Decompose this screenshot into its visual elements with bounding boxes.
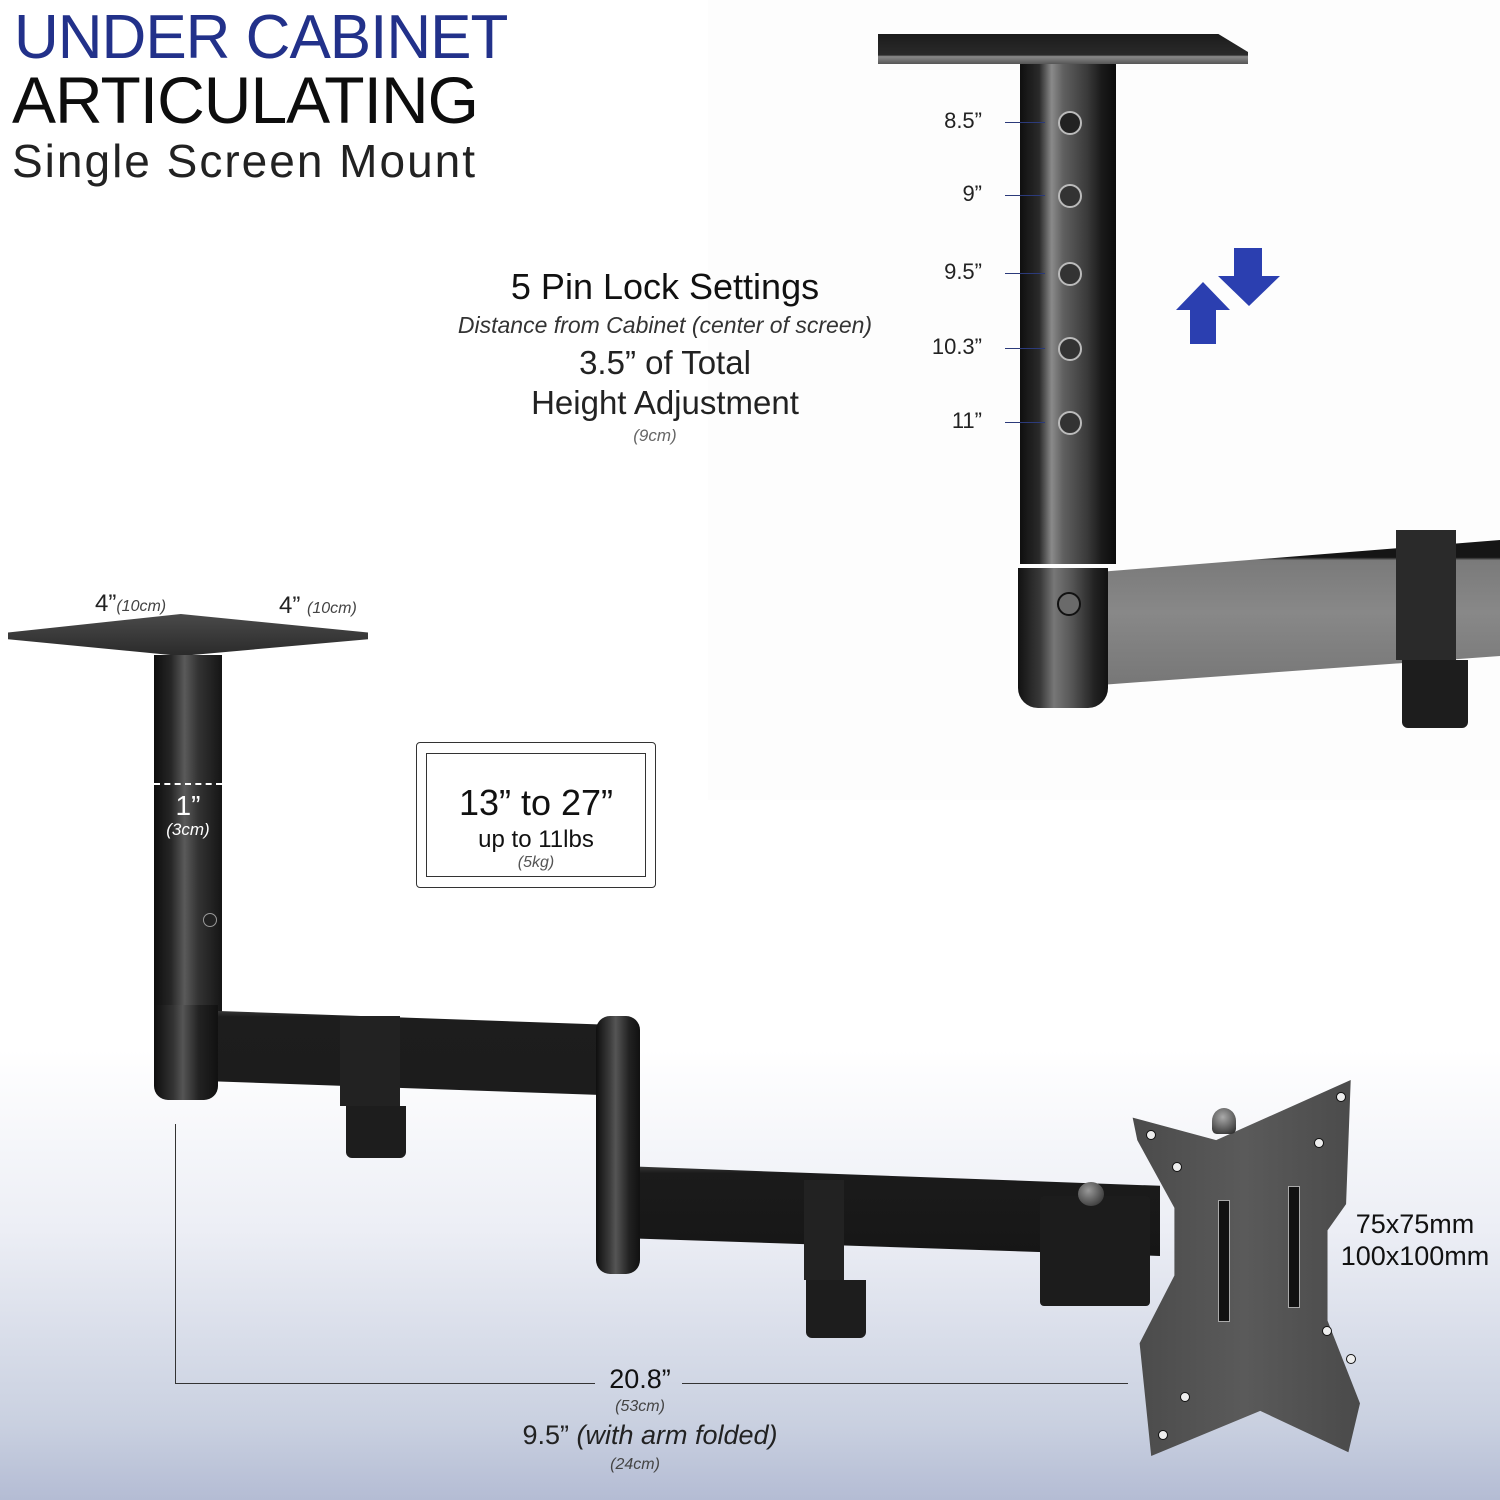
elbow-joint <box>596 1016 640 1274</box>
plate-width-metric: (10cm) <box>116 598 167 615</box>
pin-setting-label: 8.5” <box>944 108 982 133</box>
vesa-hole <box>1146 1130 1156 1140</box>
vesa-pattern-75: 75x75mm <box>1355 1209 1475 1239</box>
pin-hole <box>1058 184 1082 208</box>
plate-depth-metric: (10cm) <box>307 600 357 617</box>
title-line-articulating: ARTICULATING <box>12 63 479 137</box>
height-adjustment-metric: (9cm) <box>633 426 677 445</box>
pin-setting-row: 11” <box>902 408 982 434</box>
folded-length-note: (with arm folded) <box>576 1420 778 1450</box>
screen-icon-frame: 13” to 27” up to 11lbs (5kg) <box>426 753 646 877</box>
upper-cabinet-plate <box>878 34 1248 64</box>
joint-pin-hole <box>1057 592 1081 616</box>
vesa-hole <box>1180 1392 1190 1402</box>
mount-column <box>154 655 222 1015</box>
plate-width-label: 4”(10cm) <box>95 590 166 618</box>
screen-size-box: 13” to 27” up to 11lbs (5kg) <box>416 742 656 888</box>
cable-clip <box>804 1180 844 1280</box>
pin-setting-label: 9.5” <box>944 259 982 284</box>
pin-hole <box>1058 411 1082 435</box>
dimension-line-vertical <box>175 1124 176 1384</box>
vesa-pattern-100: 100x100mm <box>1340 1241 1490 1271</box>
cable-clip <box>1396 530 1456 660</box>
upper-adjustable-column <box>1020 64 1116 564</box>
screen-size-range: 13” to 27” <box>458 782 614 823</box>
cabinet-mounting-plate <box>8 614 368 656</box>
upper-column-joint <box>1018 568 1108 708</box>
arrow-up-icon <box>1176 282 1230 344</box>
pin-setting-row: 8.5” <box>902 108 982 134</box>
cable-hook <box>806 1280 866 1338</box>
dimension-line-left <box>175 1383 595 1384</box>
column-dashed-marker <box>154 783 222 785</box>
vesa-hole <box>1322 1326 1332 1336</box>
pin-setting-label: 9” <box>962 181 982 206</box>
cable-hook <box>346 1106 406 1158</box>
weight-capacity-metric: (5kg) <box>517 854 555 871</box>
pin-leader-line <box>1005 273 1045 274</box>
extension-length-metric: (53cm) <box>615 1398 665 1415</box>
folded-length-value: 9.5” <box>522 1420 569 1450</box>
weight-capacity: up to 11lbs <box>478 826 594 853</box>
pin-leader-line <box>1005 195 1045 196</box>
pin-setting-row: 9.5” <box>902 259 982 285</box>
pin-hole <box>1058 262 1082 286</box>
vesa-hole <box>1336 1092 1346 1102</box>
pin-setting-row: 9” <box>902 181 982 207</box>
pin-lock-subtitle: Distance from Cabinet (center of screen) <box>457 312 873 338</box>
vesa-hole <box>1158 1430 1168 1440</box>
pin-hole <box>1058 337 1082 361</box>
vesa-tension-knob <box>1212 1108 1236 1134</box>
tilt-knob <box>1078 1182 1104 1206</box>
plate-depth-label: 4” (10cm) <box>279 592 357 620</box>
title-line-single-screen-mount: Single Screen Mount <box>12 135 478 187</box>
plate-depth-value: 4” <box>279 592 301 619</box>
vesa-hole <box>1314 1138 1324 1148</box>
cable-hook <box>1402 660 1468 728</box>
height-adjustment-amount: 3.5” of Total <box>579 344 751 381</box>
pin-leader-line <box>1005 348 1045 349</box>
folded-length: 9.5” (with arm folded) <box>480 1420 820 1451</box>
vesa-slot <box>1218 1200 1230 1322</box>
column-diameter-value: 1” <box>175 790 201 821</box>
cable-clip <box>340 1016 400 1106</box>
pin-setting-row: 10.3” <box>902 334 982 360</box>
pin-leader-line <box>1005 422 1045 423</box>
pin-setting-label: 11” <box>951 408 982 433</box>
folded-length-metric: (24cm) <box>610 1456 660 1473</box>
vesa-mounting-plate <box>1132 1080 1360 1456</box>
column-pin-hole <box>203 913 217 927</box>
pin-lock-title: 5 Pin Lock Settings <box>510 266 820 307</box>
pin-setting-label: 10.3” <box>931 334 982 359</box>
column-swivel-joint <box>154 1005 218 1100</box>
title-line-under-cabinet: UNDER CABINET <box>14 3 508 72</box>
extension-length: 20.8” <box>609 1364 671 1394</box>
vesa-slot <box>1288 1186 1300 1308</box>
height-adjustment-label: Height Adjustment <box>531 384 799 421</box>
arrow-down-icon <box>1218 248 1280 306</box>
vesa-hole <box>1346 1354 1356 1364</box>
tilt-head-block <box>1040 1196 1150 1306</box>
pin-leader-line <box>1005 122 1045 123</box>
vesa-pattern-label: 75x75mm 100x100mm <box>1330 1208 1500 1272</box>
first-arm-segment <box>190 1010 630 1096</box>
vesa-hole <box>1172 1162 1182 1172</box>
plate-width-value: 4” <box>95 590 117 617</box>
pin-hole-active <box>1058 111 1082 135</box>
column-diameter-metric: (3cm) <box>166 820 210 839</box>
dimension-line-right <box>682 1383 1128 1384</box>
